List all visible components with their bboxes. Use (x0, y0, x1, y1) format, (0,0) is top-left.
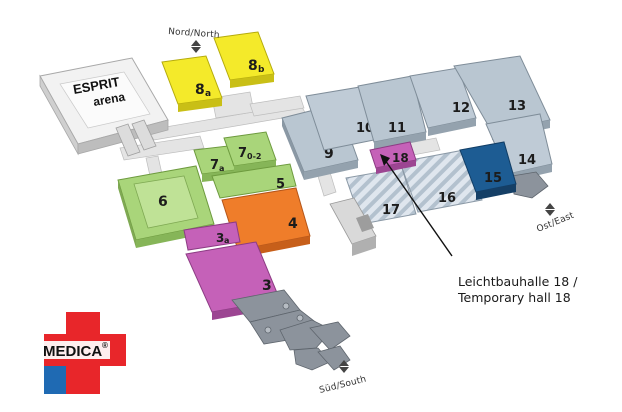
compass-east: Ost/East (535, 203, 576, 235)
hall-5-number: 5 (276, 177, 285, 192)
arena-label-line2: arena (92, 90, 126, 109)
east-entrance[interactable] (511, 171, 549, 199)
north-arrows-icon (191, 40, 201, 53)
callout-pointer (380, 154, 453, 257)
hall-7a-suffix: a (219, 164, 224, 173)
hall-8b-suffix: b (258, 65, 265, 75)
south-arrows-icon (339, 360, 349, 373)
hall-8a[interactable]: 8 a (161, 55, 223, 112)
hall-16[interactable]: 16 (399, 149, 483, 213)
north-label: Nord/North (168, 27, 220, 41)
south-entrance[interactable] (231, 289, 351, 371)
hall-13-number: 13 (508, 99, 526, 114)
hall-6-number: 6 (158, 194, 168, 210)
esprit-arena[interactable]: ESPRIT arena (39, 57, 169, 157)
hall-7-number: 7 (238, 146, 247, 161)
logo-registered: ® (102, 341, 108, 350)
hall-16-number: 16 (438, 191, 456, 206)
hall-3a[interactable]: 3 a (183, 221, 241, 251)
hall-8b[interactable]: 8 b (213, 31, 275, 88)
hall-3a-number: 3 (216, 231, 224, 245)
callout-line2: Temporary hall 18 (457, 290, 571, 305)
hall-7-suffix: 0-2 (247, 152, 261, 161)
hall-17-number: 17 (382, 203, 400, 218)
compass-north: Nord/North (168, 27, 220, 53)
east-label: Ost/East (535, 211, 575, 235)
hall-11-number: 11 (388, 121, 406, 136)
hall-4-number: 4 (288, 216, 298, 232)
hall-3-number: 3 (262, 278, 272, 294)
south-label: Süd/South (318, 375, 367, 396)
callout-line1: Leichtbauhalle 18 / (458, 274, 578, 289)
medica-logo: MEDICA ® (40, 312, 126, 394)
hall-11[interactable]: 11 (357, 75, 427, 150)
hall-5[interactable]: 5 (211, 163, 297, 199)
compass-south: Süd/South (318, 360, 367, 396)
hall-7a-number: 7 (210, 158, 219, 173)
logo-text: MEDICA (43, 343, 102, 360)
hall-9-number: 9 (324, 146, 334, 162)
hall-12[interactable]: 12 (409, 67, 477, 136)
hall-18[interactable]: 18 (369, 141, 417, 174)
hall-14-number: 14 (518, 153, 536, 168)
hall-18-number: 18 (392, 151, 409, 165)
hall-15-number: 15 (484, 171, 502, 186)
hall-8a-suffix: a (205, 89, 211, 99)
east-arrows-icon (545, 203, 555, 216)
hall-8b-number: 8 (248, 58, 258, 74)
logo-blue-square (44, 366, 66, 394)
service-building (329, 197, 377, 256)
hall-12-number: 12 (452, 101, 470, 116)
hall-15[interactable]: 15 (459, 141, 517, 200)
hall-3a-suffix: a (224, 236, 229, 245)
hall-6[interactable]: 6 (117, 165, 215, 248)
hall-8a-number: 8 (195, 82, 205, 98)
